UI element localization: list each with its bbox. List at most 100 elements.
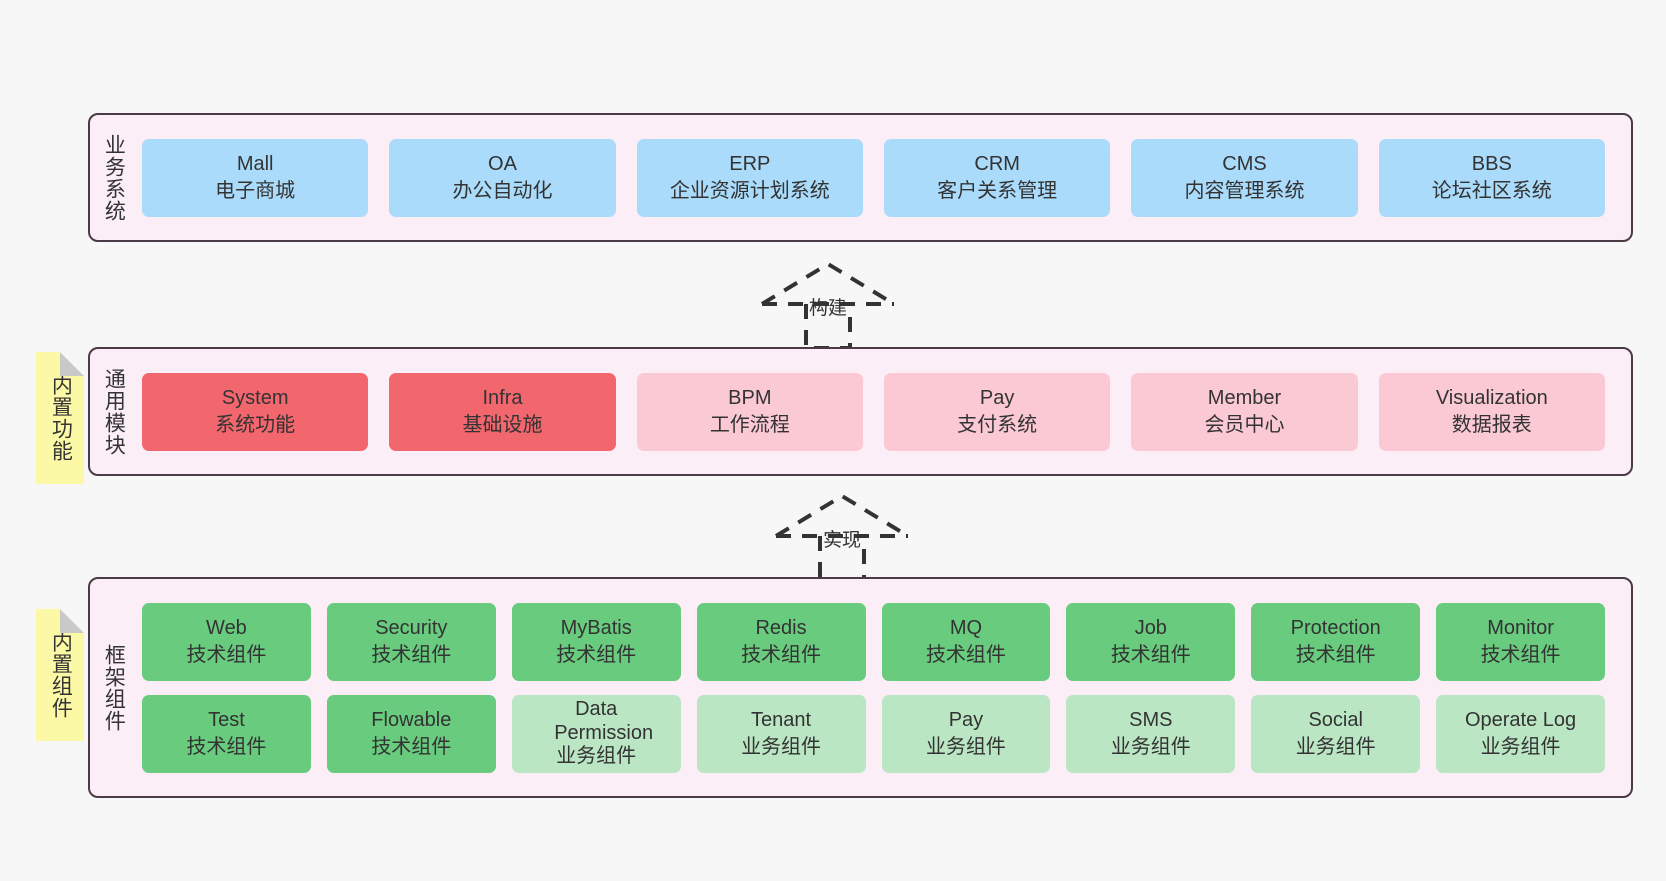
card-title-en: Monitor xyxy=(1487,616,1554,639)
note-fold-corner-icon xyxy=(60,352,84,376)
connector-build-label: 构建 xyxy=(809,298,848,319)
card-title-cn: 技术组件 xyxy=(186,643,267,666)
layer-title-business: 业务系统 xyxy=(102,133,126,222)
card-title-cn: 办公自动化 xyxy=(452,179,553,202)
note-builtin-component: 内置组件 xyxy=(36,609,84,741)
card-title-en: Security xyxy=(375,616,448,639)
card-title-cn: 会员中心 xyxy=(1204,413,1285,436)
connector-build: 构建 xyxy=(752,256,912,352)
card-title-cn: 业务组件 xyxy=(925,735,1006,758)
card-erp[interactable]: ERP 企业资源计划系统 xyxy=(636,138,863,217)
card-title-cn: 技术组件 xyxy=(371,643,452,666)
card-title-en: Social xyxy=(1308,708,1363,731)
connector-implement-label: 实现 xyxy=(823,530,862,551)
card-title-en: BBS xyxy=(1471,152,1512,175)
card-title-en: Operate Log xyxy=(1464,708,1577,731)
connector-implement: 实现 xyxy=(766,488,926,584)
card-title-en: Pay xyxy=(979,386,1015,409)
card-title-cn: 技术组件 xyxy=(1295,643,1376,666)
card-protection[interactable]: Protection 技术组件 xyxy=(1251,602,1421,681)
card-mybatis[interactable]: MyBatis 技术组件 xyxy=(511,602,681,681)
layer-body-framework: Web 技术组件 Security 技术组件 MyBatis 技术组件 Redi… xyxy=(136,579,1631,796)
note-builtin-function: 内置功能 xyxy=(36,352,84,484)
card-title-cn: 电子商城 xyxy=(215,179,296,202)
card-title-en: Data Permission xyxy=(554,698,654,744)
card-data-permission[interactable]: Data Permission 业务组件 xyxy=(511,694,681,773)
dashed-generalization-arrow-icon xyxy=(774,493,910,582)
card-title-en: Job xyxy=(1134,616,1167,639)
card-title-en: BPM xyxy=(728,386,772,409)
card-title-en: Test xyxy=(208,708,245,731)
card-title-en: MyBatis xyxy=(560,616,632,639)
card-oa[interactable]: OA 办公自动化 xyxy=(389,138,616,217)
layer-framework-component: 框架组件 Web 技术组件 Security 技术组件 MyBatis 技术组件… xyxy=(88,577,1633,798)
card-title-en: Protection xyxy=(1290,616,1381,639)
card-title-en: SMS xyxy=(1129,708,1173,731)
card-title-cn: 论坛社区系统 xyxy=(1431,179,1552,202)
card-row: Web 技术组件 Security 技术组件 MyBatis 技术组件 Redi… xyxy=(142,602,1631,681)
card-title-cn: 客户关系管理 xyxy=(937,179,1058,202)
card-monitor[interactable]: Monitor 技术组件 xyxy=(1436,602,1605,681)
card-bpm[interactable]: BPM 工作流程 xyxy=(636,372,863,451)
layer-title-framework: 框架组件 xyxy=(102,643,126,732)
card-title-cn: 业务组件 xyxy=(1110,735,1191,758)
card-web[interactable]: Web 技术组件 xyxy=(142,602,311,681)
card-mq[interactable]: MQ 技术组件 xyxy=(881,602,1051,681)
card-title-cn: 数据报表 xyxy=(1451,413,1532,436)
card-row: Test 技术组件 Flowable 技术组件 Data Permission … xyxy=(142,694,1631,773)
card-title-cn: 企业资源计划系统 xyxy=(669,179,830,202)
note-label: 内置组件 xyxy=(49,631,73,719)
card-security[interactable]: Security 技术组件 xyxy=(326,602,496,681)
card-member[interactable]: Member 会员中心 xyxy=(1131,372,1358,451)
card-title-en: System xyxy=(221,386,289,409)
card-system[interactable]: System 系统功能 xyxy=(142,372,369,451)
card-title-en: Web xyxy=(206,616,247,639)
card-infra[interactable]: Infra 基础设施 xyxy=(389,372,616,451)
card-title-en: OA xyxy=(488,152,517,175)
card-title-cn: 基础设施 xyxy=(462,413,543,436)
card-title-cn: 技术组件 xyxy=(741,643,822,666)
card-test[interactable]: Test 技术组件 xyxy=(142,694,311,773)
layer-title-common: 通用模块 xyxy=(102,367,126,456)
card-job[interactable]: Job 技术组件 xyxy=(1066,602,1236,681)
card-title-en: Infra xyxy=(482,386,523,409)
layer-business-system: 业务系统 Mall 电子商城 OA 办公自动化 ERP 企业资源计划系统 CRM… xyxy=(88,113,1633,242)
card-title-cn: 技术组件 xyxy=(1110,643,1191,666)
card-title-cn: 支付系统 xyxy=(957,413,1038,436)
card-title-cn: 技术组件 xyxy=(925,643,1006,666)
card-pay-component[interactable]: Pay 业务组件 xyxy=(881,694,1051,773)
card-crm[interactable]: CRM 客户关系管理 xyxy=(883,138,1111,217)
card-title-en: Pay xyxy=(948,708,984,731)
card-title-en: MQ xyxy=(949,616,983,639)
card-title-en: Flowable xyxy=(371,708,452,731)
card-title-cn: 业务组件 xyxy=(556,745,637,768)
card-row: System 系统功能 Infra 基础设施 BPM 工作流程 Pay 支付系统… xyxy=(142,372,1631,451)
card-title-en: Tenant xyxy=(751,708,812,731)
card-bbs[interactable]: BBS 论坛社区系统 xyxy=(1378,138,1605,217)
card-sms[interactable]: SMS 业务组件 xyxy=(1066,694,1236,773)
note-fold-corner-icon xyxy=(60,609,84,633)
card-pay[interactable]: Pay 支付系统 xyxy=(883,372,1111,451)
layer-body-business: Mall 电子商城 OA 办公自动化 ERP 企业资源计划系统 CRM 客户关系… xyxy=(136,115,1631,240)
card-title-cn: 系统功能 xyxy=(215,413,296,436)
card-title-cn: 业务组件 xyxy=(1295,735,1376,758)
card-mall[interactable]: Mall 电子商城 xyxy=(142,138,369,217)
card-title-cn: 业务组件 xyxy=(1480,735,1561,758)
card-title-en: CRM xyxy=(974,152,1020,175)
card-title-en: ERP xyxy=(729,152,771,175)
card-title-cn: 技术组件 xyxy=(371,735,452,758)
layer-body-common: System 系统功能 Infra 基础设施 BPM 工作流程 Pay 支付系统… xyxy=(136,349,1631,474)
card-title-cn: 内容管理系统 xyxy=(1184,179,1305,202)
card-visualization[interactable]: Visualization 数据报表 xyxy=(1378,372,1605,451)
card-redis[interactable]: Redis 技术组件 xyxy=(696,602,866,681)
card-social[interactable]: Social 业务组件 xyxy=(1251,694,1421,773)
card-flowable[interactable]: Flowable 技术组件 xyxy=(326,694,496,773)
card-title-cn: 业务组件 xyxy=(741,735,822,758)
card-title-en: CMS xyxy=(1222,152,1267,175)
card-cms[interactable]: CMS 内容管理系统 xyxy=(1131,138,1358,217)
card-tenant[interactable]: Tenant 业务组件 xyxy=(696,694,866,773)
card-row: Mall 电子商城 OA 办公自动化 ERP 企业资源计划系统 CRM 客户关系… xyxy=(142,138,1631,217)
card-title-en: Mall xyxy=(236,152,274,175)
card-operate-log[interactable]: Operate Log 业务组件 xyxy=(1436,694,1605,773)
